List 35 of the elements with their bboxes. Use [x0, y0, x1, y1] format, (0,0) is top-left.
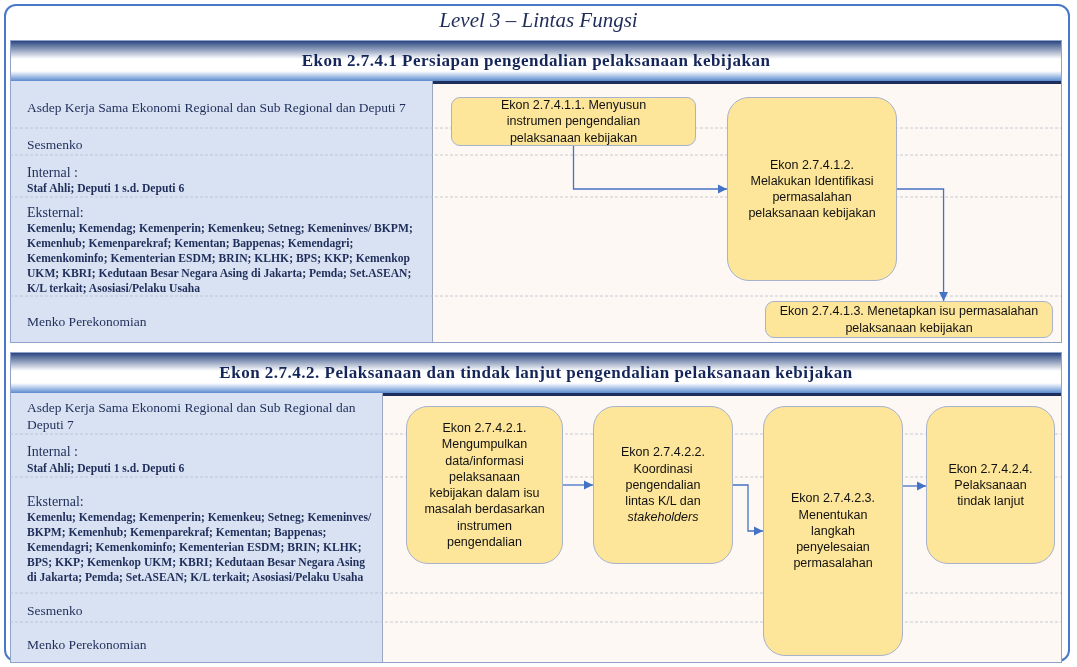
- lane-label: [11, 156, 433, 198]
- lane-label: Asdep Kerja Sama Ekonomi Regional dan Sub Regional dan Deputi 7: [11, 81, 433, 129]
- lane-heading: Eksternal:: [27, 203, 85, 222]
- lane-label: Asdep Kerja Sama Ekonomi Regional dan Sub Regional dan Deputi 7: [11, 393, 383, 435]
- lane-heading: Internal :: [27, 163, 79, 182]
- lane-text: Kemenlu; Kemendag; Kemenperin; Kemenkeu; Setneg; Kemeninves/ BKPM; Kemenhub; Kemenparekraf; Kementan; Bappenas; Kemendagri; Kemenkominfo; Kementerian ESDM; BRIN; KLHK; BPS; KKP; Kemenkop UKM; KBRI; Kedutaan Besar Negara Asing di Jakarta; Pemda; Set.ASEAN; K/L terkait; Asosiasi/Pelaku Usaha: [27, 510, 372, 586]
- panel-header: Ekon 2.7.4.2. Pelaksanaan dan tindak lanjut pengendalian pelaksanaan kebijakan: [11, 353, 1061, 396]
- lane-label: [11, 478, 383, 594]
- arrow: [572, 145, 728, 194]
- arrow: [562, 480, 594, 490]
- process-box: Ekon 2.7.4.2.2. Koordinasi pengendalian lintas K/L dan stakeholders: [593, 406, 733, 564]
- process-box: Ekon 2.7.4.1.3. Menetapkan isu permasalahan pelaksanaan kebijakan: [765, 301, 1053, 338]
- process-box: Ekon 2.7.4.1.1. Menyusun instrumen pengendalian pelaksanaan kebijakan: [451, 97, 696, 146]
- swimlane-panel: [10, 40, 1062, 343]
- arrow: [896, 188, 949, 302]
- lane-label: [11, 435, 383, 478]
- lane-text: Staf Ahli; Deputi 1 s.d. Deputi 6: [27, 460, 186, 476]
- lane-heading: Internal :: [27, 443, 79, 461]
- process-box: Ekon 2.7.4.2.3. Menentukan langkah penyelesaian permasalahan: [763, 406, 903, 656]
- swimlane-panel: [10, 352, 1062, 663]
- lane-heading: Eksternal:: [27, 492, 85, 511]
- diagram-title: Level 3 – Lintas Fungsi: [438, 8, 639, 33]
- process-box: Ekon 2.7.4.1.2. Melakukan Identifikasi permasalahan pelaksanaan kebijakan: [727, 97, 897, 281]
- lane-text: Kemenlu; Kemendag; Kemenperin; Kemenkeu; Setneg; Kemeninves/ BKPM; Kemenhub; Kemenparekraf; Kementan; Bappenas; Kemendagri; Kemenkominfo; Kementerian ESDM; BRIN; KLHK; BPS; KKP; Kemenkop UKM; KBRI; Kedutaan Besar Negara Asing di Jakarta; Pemda; Set.ASEAN; K/L terkait; Asosiasi/Pelaku Usaha: [27, 221, 414, 297]
- lane-label: Sesmenko: [11, 129, 433, 156]
- lane-label: Sesmenko: [11, 594, 383, 623]
- lane-label: [11, 198, 433, 296]
- process-box: Ekon 2.7.4.2.4. Pelaksanaan tindak lanjut: [926, 406, 1055, 564]
- lane-text: Staf Ahli; Deputi 1 s.d. Deputi 6: [27, 181, 186, 197]
- arrow: [732, 484, 764, 536]
- arrow: [902, 481, 927, 491]
- process-box: Ekon 2.7.4.2.1. Mengumpulkan data/informasi pelaksanaan kebijakan dalam isu masalah berdasarkan instrumen pengendalian: [406, 406, 563, 564]
- lane-label: Menko Perekonomian: [11, 623, 383, 662]
- lane-label: Menko Perekonomian: [11, 296, 433, 342]
- panel-header: Ekon 2.7.4.1 Persiapan pengendalian pelaksanaan kebijakan: [11, 41, 1061, 84]
